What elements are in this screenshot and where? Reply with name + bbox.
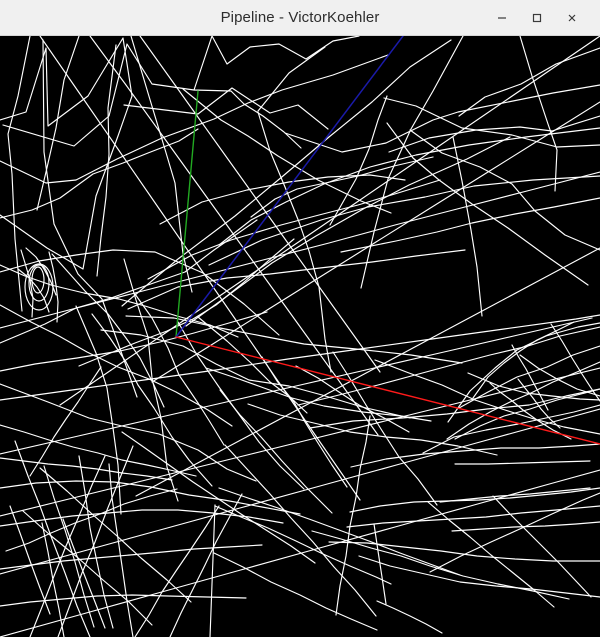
window-title: Pipeline - VictorKoehler: [220, 9, 380, 26]
window-controls: [490, 0, 600, 36]
wireframe-canvas[interactable]: [0, 36, 600, 637]
axes-gizmo: [175, 36, 600, 445]
axis-z-line: [175, 36, 404, 338]
maximize-icon: [531, 12, 543, 24]
close-button[interactable]: [560, 6, 584, 30]
maximize-button[interactable]: [525, 6, 549, 30]
axis-y-line: [175, 90, 199, 338]
render-viewport[interactable]: [0, 36, 600, 637]
axis-x-line: [175, 336, 600, 445]
minimize-button[interactable]: [490, 6, 514, 30]
viewport-background: [0, 36, 600, 637]
minimize-icon: [496, 12, 508, 24]
title-bar[interactable]: Pipeline - VictorKoehler: [0, 0, 600, 36]
close-icon: [566, 12, 578, 24]
